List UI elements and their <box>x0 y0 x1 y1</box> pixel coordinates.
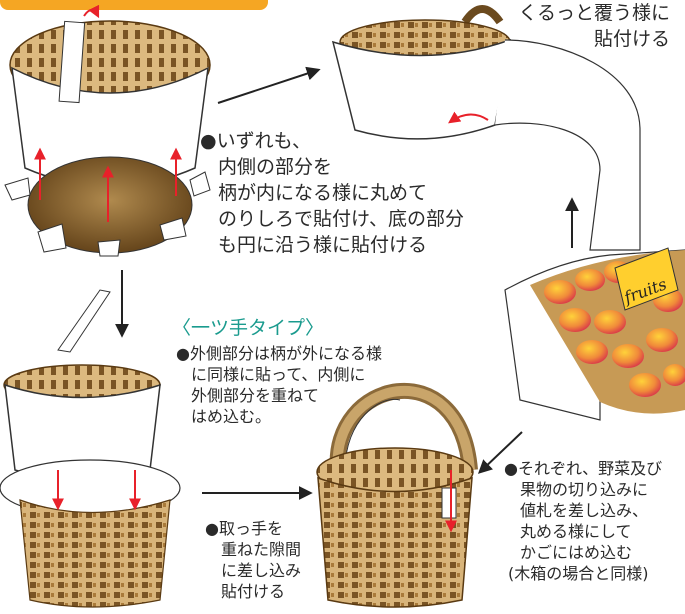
produce-step-text: ●それぞれ、野菜及び 果物の切り込みに 値札を差し込み、 丸める様にして かごに… <box>504 458 662 584</box>
step-line: のりしろで貼付け、底の部分 <box>218 208 465 230</box>
basket-two-handle-illustration <box>331 5 641 251</box>
basket-finished-illustration <box>316 382 478 608</box>
step-line: 丸める様にして <box>520 522 632 541</box>
step-line: (木箱の場合と同様) <box>508 564 649 583</box>
bullet-icon: ● <box>176 344 190 363</box>
handle-step-text: ●取っ手を 重ねた隙間 に差し込み 貼付ける <box>205 518 301 602</box>
step-line: はめ込む。 <box>191 407 272 426</box>
step-line: に差し込み <box>221 561 302 580</box>
step-line: も円に沿う様に貼付ける <box>218 234 428 256</box>
flow-arrow-5 <box>477 431 523 474</box>
bullet-icon: ● <box>504 459 518 478</box>
one-handle-heading: 〈一ツ手タイプ〉 <box>172 317 325 339</box>
step-line: 外側部分は柄が外になる様 <box>189 344 382 363</box>
step-line: 果物の切り込みに <box>520 480 649 499</box>
step-line: 重ねた隙間 <box>221 540 302 559</box>
callout-line: 貼付ける <box>593 28 670 50</box>
main-step-text: ●いずれも、 内側の部分を 柄が内になる様に丸めて のりしろで貼付け、底の部分 … <box>200 128 464 258</box>
basket-one-handle-illustration <box>0 289 181 608</box>
step-line: 取っ手を <box>218 519 283 538</box>
step-line: 値札を差し込み、 <box>520 501 649 520</box>
bullet-icon: ● <box>205 519 219 538</box>
bullet-icon: ● <box>200 130 217 152</box>
step-line: 内側の部分を <box>218 156 333 178</box>
step-line: かごにはめ込む <box>520 543 633 562</box>
step-line: 外側部分を重ねて <box>191 386 320 405</box>
step-line: 貼付ける <box>221 582 286 601</box>
header-label-bar <box>0 0 268 10</box>
step-line: それぞれ、野菜及び <box>517 459 663 478</box>
produce-wrap-illustration <box>504 247 685 421</box>
step-line: いずれも、 <box>216 130 312 152</box>
callout-line: くるっと覆う様に <box>518 2 670 24</box>
flow-arrow-1 <box>217 66 321 104</box>
basket-forming-illustration <box>4 4 211 257</box>
step-line: に同様に貼って、内側に <box>191 365 366 384</box>
callout-wrap-text: くるっと覆う様に 貼付ける <box>502 0 670 52</box>
step-line: 柄が内になる様に丸めて <box>218 182 428 204</box>
one-handle-text: ●外側部分は柄が外になる様 に同様に貼って、内側に 外側部分を重ねて はめ込む。 <box>176 343 382 427</box>
